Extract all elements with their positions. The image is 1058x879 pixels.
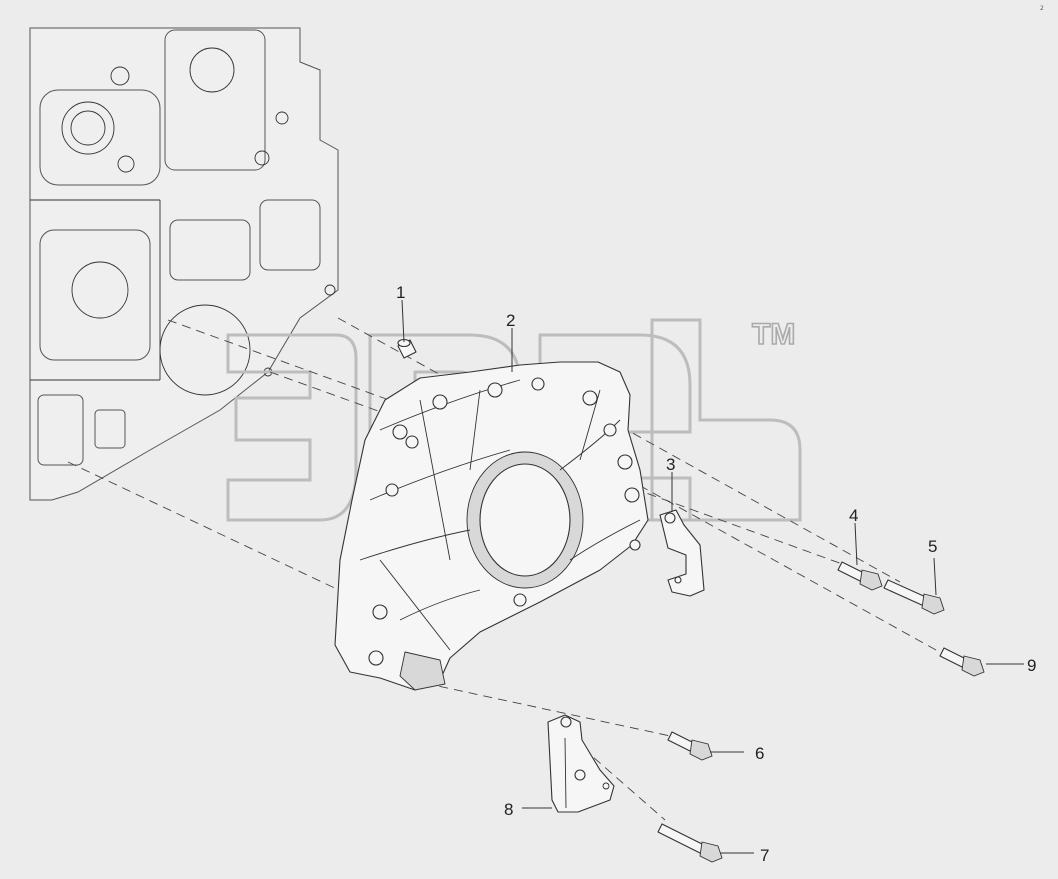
engine-block	[29, 27, 339, 501]
bolt-5	[883, 579, 945, 615]
callout-1: 1	[396, 283, 405, 302]
callout-6: 6	[755, 744, 764, 763]
bolt-4	[837, 561, 883, 591]
flywheel-housing	[334, 361, 649, 691]
bolt-9	[939, 647, 985, 677]
corner-mark: 2	[1040, 5, 1044, 12]
callout-5: 5	[928, 537, 937, 556]
bracket-small	[659, 509, 705, 597]
callout-9: 9	[1027, 656, 1036, 675]
callout-2: 2	[506, 311, 515, 330]
callout-4: 4	[849, 506, 858, 525]
callout-3: 3	[666, 455, 675, 474]
bolt-7	[657, 823, 723, 863]
bracket-large	[547, 714, 615, 813]
callout-8: 8	[504, 800, 513, 819]
callout-labels: 1 2 3 4 5 6 7 8 9	[396, 283, 1036, 865]
bolt-6	[667, 731, 713, 761]
leader-lines	[401, 299, 1024, 854]
dowel-pin	[397, 338, 417, 359]
callout-7: 7	[760, 846, 769, 865]
trademark-symbol: TM	[752, 318, 795, 351]
